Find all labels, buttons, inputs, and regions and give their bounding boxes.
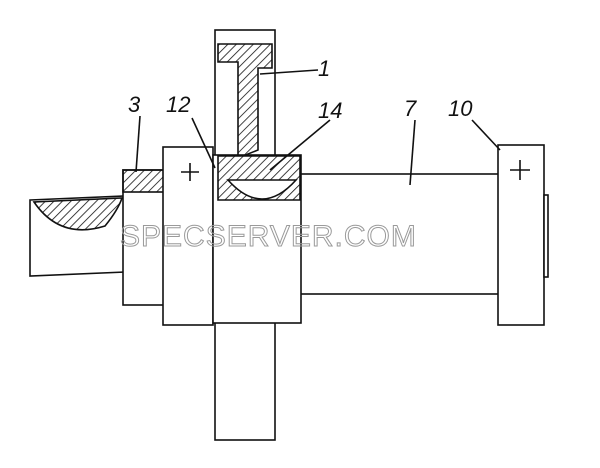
bearing-block-left <box>162 146 214 326</box>
callout-14: 14 <box>318 98 342 123</box>
leader-lines <box>135 69 501 186</box>
shaft-left-end <box>29 195 126 277</box>
callout-10: 10 <box>448 96 473 121</box>
shaft-main-part-7 <box>299 173 501 295</box>
callout-7: 7 <box>404 96 417 121</box>
callout-12: 12 <box>166 92 190 117</box>
bushing-part-3 <box>122 169 166 306</box>
watermark: SPECSERVER.COM <box>120 220 417 253</box>
callout-3: 3 <box>128 92 141 117</box>
callout-1: 1 <box>318 56 330 81</box>
bearing-block-right-part-10 <box>497 144 549 326</box>
hub-race-part-14 <box>212 154 302 324</box>
